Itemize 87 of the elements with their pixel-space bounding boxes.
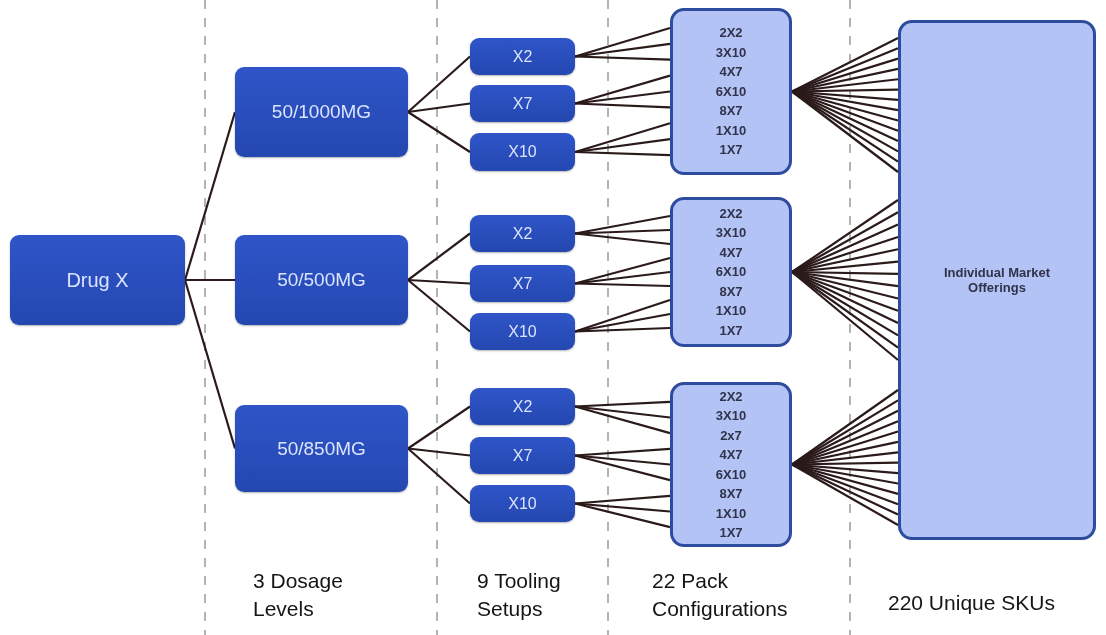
pack-configuration: 6X10 [715, 263, 747, 282]
pack-configuration-box [670, 197, 792, 347]
pack-configuration: 2X2 [719, 24, 743, 43]
pack-configuration: 3X10 [715, 407, 747, 425]
connector-line [183, 279, 237, 449]
connector-line [185, 278, 235, 282]
pack-configuration: 6X10 [715, 82, 747, 101]
process-box [470, 485, 575, 522]
node-label: Individual Market Offerings [942, 265, 1052, 295]
column-caption: 9 Tooling Setups [477, 568, 562, 622]
pack-configuration-box [670, 8, 792, 175]
pack-configuration: 1X10 [715, 121, 747, 140]
process-box [235, 235, 408, 325]
process-box [235, 405, 408, 492]
connector-line [407, 232, 471, 281]
connector-line [407, 405, 471, 450]
pack-configuration-box [670, 382, 792, 547]
process-box [470, 388, 575, 425]
pack-configuration: 6X10 [715, 465, 747, 484]
pack-configuration: 8X7 [719, 282, 743, 301]
pack-configuration: 2X2 [719, 204, 743, 223]
node-label: 50/1000MG [271, 101, 372, 123]
node-label: X2 [512, 47, 533, 66]
pack-configuration: 4X7 [719, 63, 743, 82]
pack-configuration: 4X7 [719, 243, 743, 262]
node-label: X2 [512, 224, 533, 243]
connector-line [574, 122, 671, 154]
column-caption: 220 Unique SKUs [888, 590, 1056, 616]
connector-line [574, 494, 671, 505]
process-box [235, 67, 408, 157]
node-label: X10 [508, 494, 537, 513]
column-caption: 22 Pack Configurations [652, 568, 789, 622]
connector-line [574, 150, 671, 157]
pack-configuration: 2X2 [719, 387, 743, 406]
connector-line [574, 400, 671, 408]
connector-line [791, 463, 899, 516]
connector-line [574, 405, 671, 435]
node-label: X7 [512, 274, 533, 293]
pack-configuration: 8X7 [719, 485, 743, 503]
node-label: X10 [508, 322, 537, 341]
pack-configuration: 8X7 [719, 102, 743, 121]
connector-line [574, 502, 671, 529]
pack-configuration: 1X7 [719, 524, 743, 542]
connector-line [791, 211, 899, 273]
process-box [470, 313, 575, 350]
process-box [470, 437, 575, 474]
pack-configuration: 3X10 [715, 43, 747, 62]
connector-line [574, 55, 671, 61]
process-box [10, 235, 185, 325]
connector-line [574, 282, 671, 288]
node-label: 50/500MG [277, 269, 366, 291]
column-caption: 3 Dosage Levels [253, 568, 344, 622]
node-label: Drug X [66, 268, 129, 292]
connector-line [574, 232, 671, 246]
process-box [470, 133, 575, 171]
offerings-box [898, 20, 1096, 540]
pack-configuration: 2x7 [720, 426, 742, 445]
pack-configuration: 1X10 [715, 302, 747, 321]
connector-line [791, 47, 899, 93]
connector-line [574, 102, 671, 109]
node-label: 50/850MG [277, 437, 366, 460]
connector-line [574, 447, 671, 457]
node-label: X2 [512, 397, 533, 416]
pack-configuration: 1X10 [715, 504, 747, 523]
process-box [470, 38, 575, 75]
pack-configuration: 3X10 [715, 224, 747, 243]
process-box [470, 215, 575, 252]
connector-line [407, 55, 471, 113]
pack-configuration: 4X7 [719, 446, 743, 464]
node-label: X7 [512, 94, 533, 113]
connector-line [407, 447, 471, 505]
pack-configuration: 1X7 [719, 321, 743, 340]
process-box [470, 265, 575, 302]
connector-line [407, 111, 471, 153]
node-label: X10 [508, 143, 537, 161]
connector-line [574, 454, 671, 482]
connector-line [407, 278, 471, 285]
connector-line [407, 279, 471, 333]
connector-line [407, 447, 471, 457]
connector-line [574, 228, 671, 235]
process-box [470, 85, 575, 122]
connector-line [407, 102, 471, 114]
connector-line [183, 111, 237, 281]
connector-line [791, 463, 899, 526]
connector-line [574, 326, 671, 333]
pack-configuration: 1X7 [719, 141, 743, 160]
node-label: X7 [512, 446, 533, 465]
